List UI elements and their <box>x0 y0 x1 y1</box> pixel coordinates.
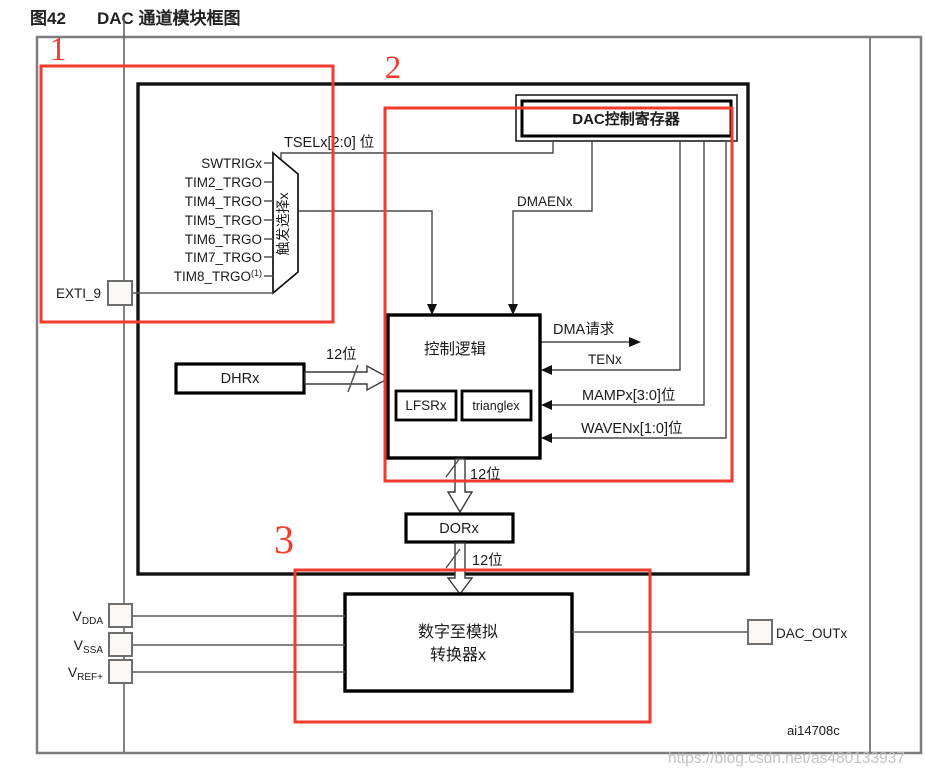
annotation-box-2 <box>383 106 734 483</box>
vdda-base: V <box>73 608 83 624</box>
trigger-tim8-superscript: (1) <box>251 268 262 278</box>
annotation-number-1: 1 <box>50 31 67 68</box>
vref-subscript: REF+ <box>77 672 103 683</box>
ten-label: TENx <box>588 352 622 367</box>
control-to-dor-width-label: 12位 <box>470 466 501 483</box>
mamp-arrowhead-icon <box>541 400 552 410</box>
dmaen-label: DMAENx <box>517 194 573 209</box>
tsel-label: TSELx[2:0] 位 <box>284 134 374 151</box>
outer-frame <box>35 35 923 755</box>
trigger-tim2-label: TIM2_TRGO <box>185 175 262 190</box>
vdda-subscript: DDA <box>82 616 103 627</box>
dma-request-label: DMA请求 <box>553 321 615 338</box>
converter-label-line1: 数字至模拟 <box>418 623 498 641</box>
control-to-dor-slash-icon <box>445 457 461 478</box>
tsel-wire <box>280 141 554 162</box>
ten-wire <box>552 141 681 371</box>
watermark: https://blog.csdn.net/as480133937 <box>668 750 905 767</box>
waven-wire <box>552 141 727 439</box>
dac-out-pin <box>747 619 773 645</box>
trigger-output-arrowhead-icon <box>427 304 437 315</box>
ten-arrowhead-icon <box>541 365 552 375</box>
figure-id-label: ai14708c <box>787 723 840 738</box>
trigger-tim6-label: TIM6_TRGO <box>185 232 262 247</box>
trigger-tim7-label: TIM7_TRGO <box>185 250 262 265</box>
dor-label: DORx <box>439 521 479 537</box>
dac-peripheral-frame <box>136 82 750 576</box>
annotation-number-3: 3 <box>274 517 294 562</box>
lfsr-box <box>394 389 458 422</box>
dhr-bus-width-label: 12位 <box>326 346 357 363</box>
trigger-swtrig-label: SWTRIGx <box>201 156 262 171</box>
dma-request-arrowhead-icon <box>629 337 641 347</box>
vssa-subscript: SSA <box>83 645 103 656</box>
lfsr-label: LFSRx <box>405 398 447 413</box>
dhr-register-box <box>174 362 306 395</box>
triangle-label: trianglex <box>472 399 520 413</box>
annotation-box-3 <box>293 568 652 724</box>
control-logic-box <box>386 313 542 460</box>
mamp-wire <box>552 141 705 406</box>
dac-out-label: DAC_OUTx <box>776 626 848 641</box>
dor-to-converter-width-label: 12位 <box>472 552 503 569</box>
figure-title: DAC 通道模块框图 <box>97 8 241 28</box>
dhr-bus-arrow-icon <box>304 364 391 392</box>
vdda-pin <box>108 603 133 628</box>
dmaen-wire <box>512 141 593 305</box>
dhr-bus-slash-icon <box>347 364 359 393</box>
annotation-number-2: 2 <box>385 50 402 86</box>
vref-label: VREF+ <box>68 664 103 683</box>
converter-box <box>343 592 574 693</box>
trigger-selector-label: 触发选择x <box>275 193 291 256</box>
waven-label: WAVENx[1:0]位 <box>581 420 683 437</box>
annotation-box-1 <box>39 64 335 324</box>
vref-pin <box>108 659 133 684</box>
dac-control-register-label: DAC控制寄存器 <box>572 110 680 128</box>
control-logic-label: 控制逻辑 <box>424 340 486 358</box>
trigger-input-group: SWTRIGx TIM2_TRGO TIM4_TRGO TIM5_TRGO TI… <box>174 156 273 284</box>
trigger-tim5-label: TIM5_TRGO <box>185 213 262 228</box>
triangle-box <box>460 389 533 422</box>
trigger-output-wire <box>298 210 433 305</box>
vssa-label: VSSA <box>74 637 104 656</box>
vssa-base: V <box>74 637 84 653</box>
figure-caption: 图42 DAC 通道模块框图 <box>30 8 241 28</box>
dor-to-converter-slash-icon <box>445 548 461 569</box>
vref-base: V <box>68 664 78 680</box>
figure-number: 图42 <box>30 9 66 28</box>
waven-arrowhead-icon <box>541 433 552 443</box>
trigger-selector-mux <box>272 151 299 295</box>
mamp-label: MAMPx[3:0]位 <box>582 387 675 404</box>
vssa-pin <box>108 632 133 657</box>
exti9-pin <box>107 280 133 306</box>
trigger-tim8-base: TIM8_TRGO <box>174 269 251 284</box>
converter-label-line2: 转换器x <box>430 646 486 664</box>
vdda-label: VDDA <box>73 608 104 627</box>
dor-register-box <box>404 512 515 544</box>
dhr-label: DHRx <box>221 371 260 387</box>
trigger-tim4-label: TIM4_TRGO <box>185 194 262 209</box>
dmaen-arrowhead-icon <box>508 304 518 315</box>
exti9-label: EXTI_9 <box>56 286 101 301</box>
control-to-dor-arrow-icon <box>446 458 474 514</box>
trigger-tim8-label: TIM8_TRGO(1) <box>174 268 262 284</box>
